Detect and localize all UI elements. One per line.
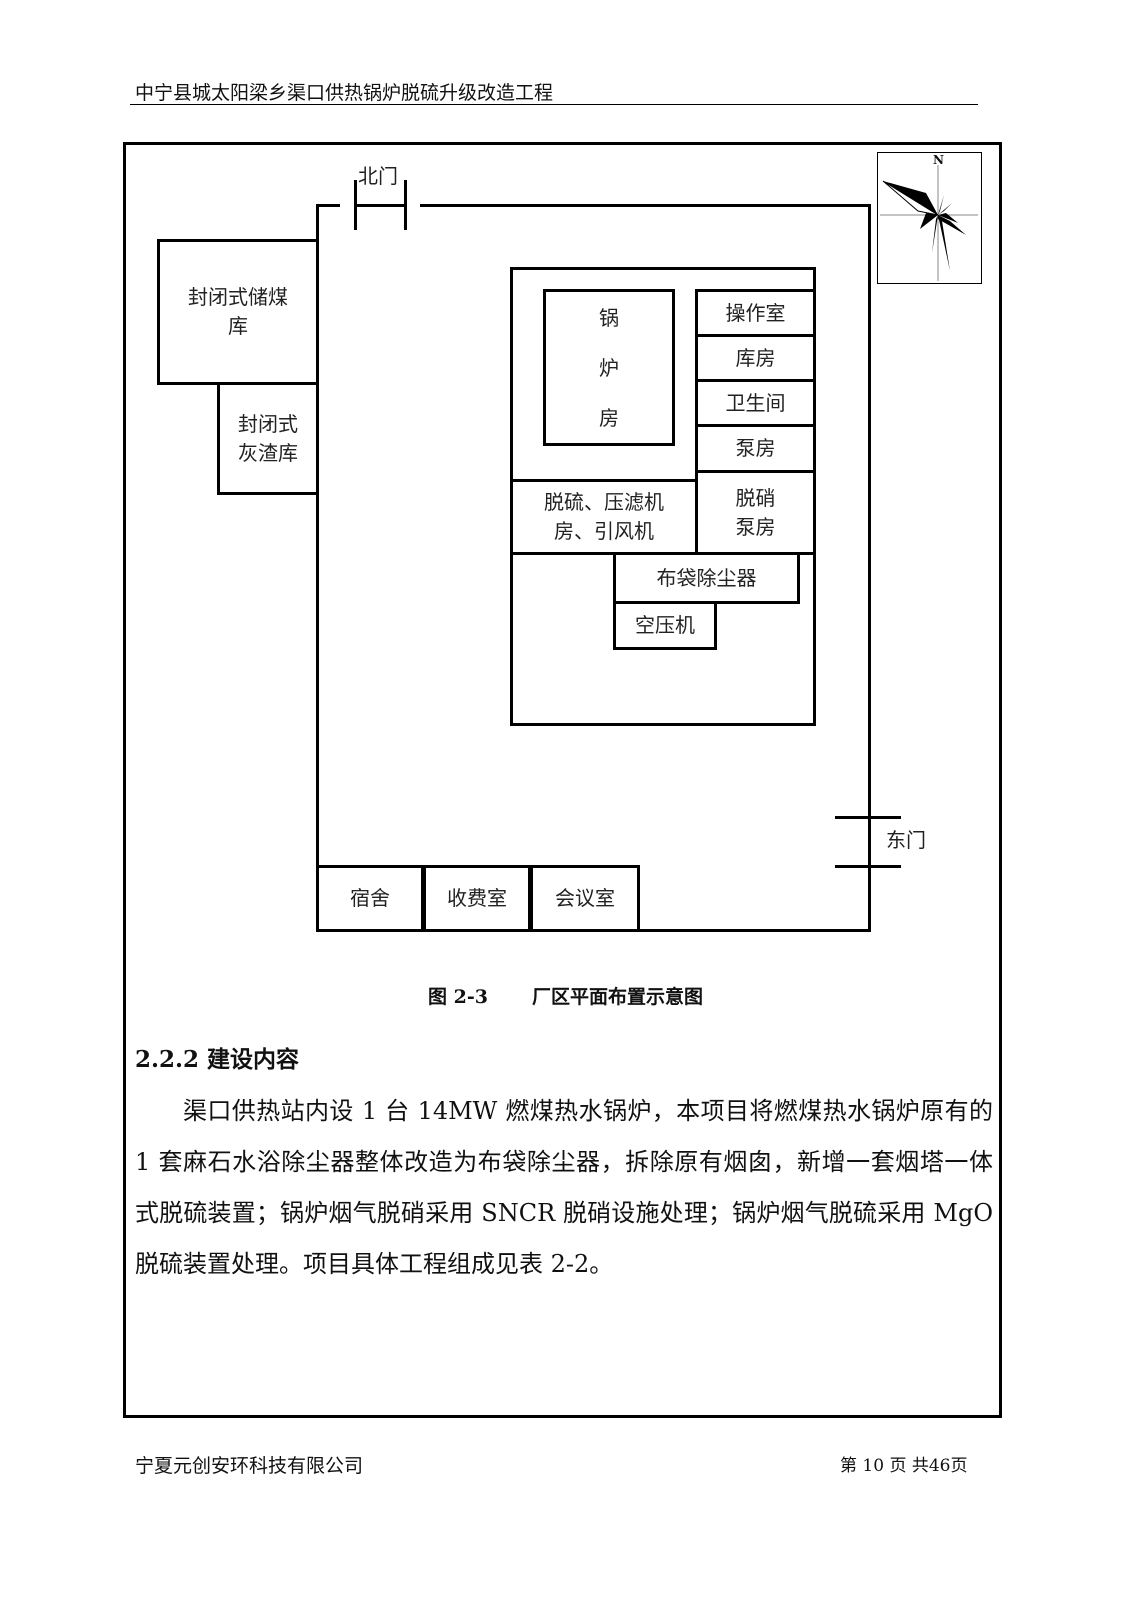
- bag-filter: 布袋除尘器: [613, 552, 800, 604]
- storeroom: 库房: [695, 334, 816, 382]
- control-room: 操作室: [695, 289, 816, 337]
- figure-title: 厂区平面布置示意图: [531, 986, 703, 1008]
- toilet: 卫生间: [695, 379, 816, 427]
- desulfurization-room: 脱硫、压滤机房、引风机: [510, 479, 698, 555]
- coal-storage: 封闭式储煤库: [157, 239, 319, 385]
- boiler-room: 锅炉房: [543, 289, 675, 446]
- toll-room: 收费室: [423, 865, 531, 932]
- content-frame: [123, 142, 1002, 1418]
- section-heading: 2.2.2 建设内容: [135, 1046, 300, 1073]
- header-divider: [130, 104, 978, 105]
- pump-room: 泵房: [695, 424, 816, 473]
- footer-page-number: 第 10 页 共46页: [840, 1456, 968, 1476]
- figure-number: 图 2-3: [428, 986, 488, 1008]
- east-gate-label: 东门: [886, 824, 926, 853]
- denitration-pump-room: 脱硝泵房: [695, 470, 816, 555]
- page-header: 中宁县城太阳梁乡渠口供热锅炉脱硫升级改造工程: [135, 82, 554, 104]
- north-gate-label: 北门: [358, 164, 398, 188]
- ash-storage: 封闭式灰渣库: [217, 382, 319, 495]
- footer-company: 宁夏元创安环科技有限公司: [135, 1455, 364, 1477]
- meeting-room: 会议室: [530, 865, 640, 932]
- wind-rose-compass-icon: N: [877, 152, 982, 284]
- dormitory: 宿舍: [316, 865, 424, 932]
- air-compressor: 空压机: [613, 601, 717, 650]
- north-label: N: [933, 153, 944, 167]
- figure-caption: 图 2-3 厂区平面布置示意图: [0, 982, 1131, 1009]
- east-gate-line: [868, 816, 871, 868]
- section-paragraph: 渠口供热站内设 1 台 14MW 燃煤热水锅炉，本项目将燃煤热水锅炉原有的 1 …: [135, 1097, 993, 1278]
- north-gate-line: [354, 204, 407, 207]
